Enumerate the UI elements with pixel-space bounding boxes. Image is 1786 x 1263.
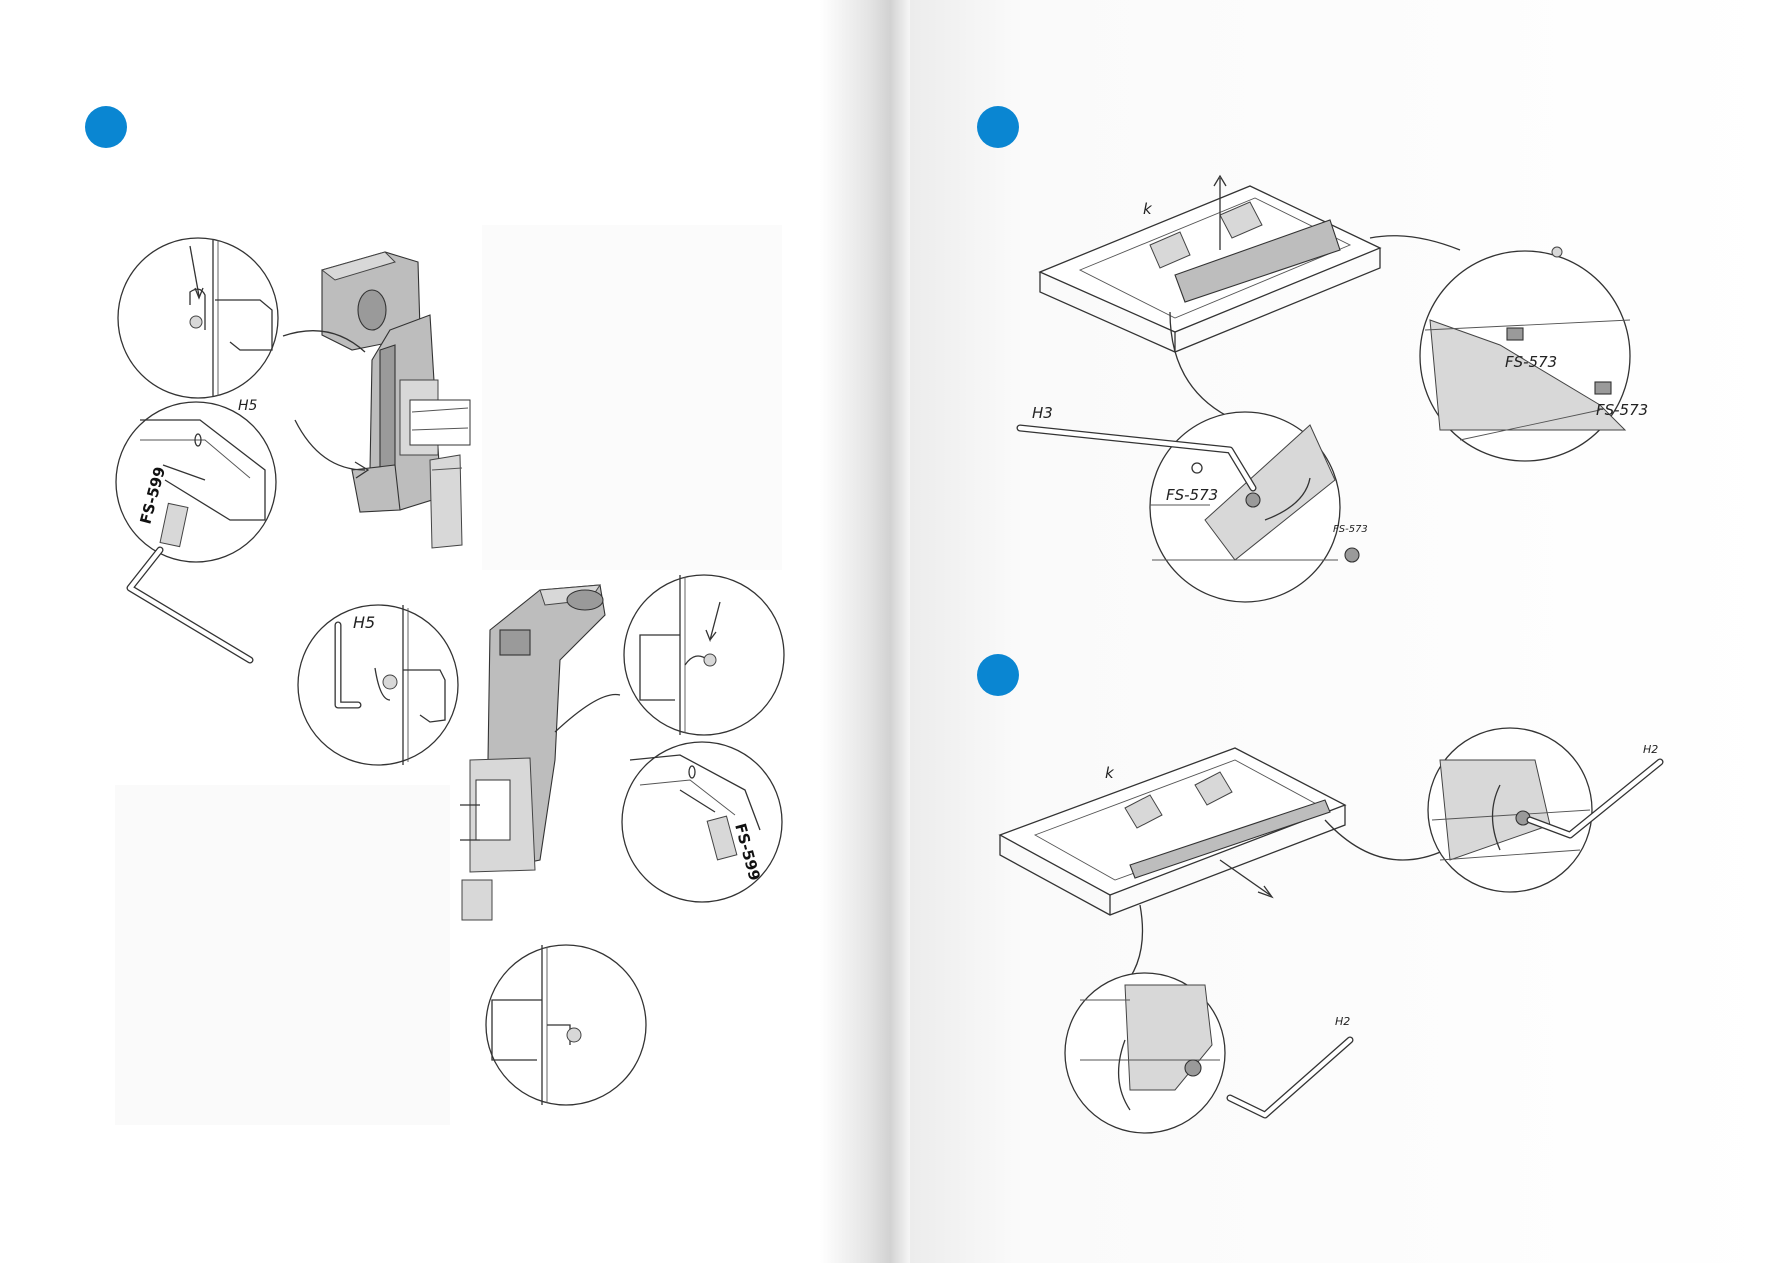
detail-circle-right-top (623, 574, 785, 736)
detail-circle-screw-left: H5 FS-599 (115, 398, 277, 664)
label-screw-a: FS-573 (1166, 486, 1218, 504)
label-screw-b: FS-573 (1333, 524, 1368, 535)
leader-top-right (1369, 235, 1461, 251)
detail-circle-h3: H3 FS-573 FS-573 (1016, 404, 1368, 603)
step-badge-left (85, 106, 127, 148)
step-badge-right-top (977, 106, 1019, 148)
leader-top-left (1169, 311, 1236, 421)
detail-circle-mid: H5 (297, 604, 459, 766)
label-panel-top: k (1143, 200, 1153, 218)
detail-circle-h2-bottom: H2 (1064, 972, 1354, 1134)
left-page-panel-shade-top (482, 225, 782, 570)
step-badge-right-bottom (977, 654, 1019, 696)
right-page (910, 0, 1786, 1263)
leader-line-arrow (294, 419, 366, 471)
left-page-panel-shade (115, 785, 450, 1125)
detail-circle-top-left (117, 237, 279, 399)
label-hex-key-h3: H3 (1032, 404, 1053, 422)
panel-top: k (1038, 174, 1382, 353)
label-panel-bottom: k (1105, 764, 1115, 782)
leader-bottom-right (1324, 819, 1446, 861)
label-screw-d: FS-573 (1596, 401, 1648, 419)
leader-line-right (554, 693, 621, 733)
detail-circle-right-screw: FS-599 (621, 741, 783, 903)
label-screw-c: FS-573 (1505, 353, 1557, 371)
arrow-head (354, 461, 370, 479)
label-hex-key-top: H5 (238, 398, 258, 414)
detail-circle-fs573: FS-573 FS-573 (1419, 246, 1648, 462)
label-hex-key-mid: H5 (353, 613, 375, 632)
page-gutter (820, 0, 910, 1263)
detail-circle-bottom (485, 944, 647, 1106)
label-hex-key-h2-bottom: H2 (1335, 1015, 1350, 1028)
machine-assembly-upper (320, 251, 471, 549)
leader-line-top (282, 330, 366, 353)
panel-bottom: k (998, 747, 1347, 916)
detail-circle-h2-right: H2 (1427, 727, 1664, 893)
machine-assembly-lower (460, 584, 606, 921)
label-hex-key-h2-right: H2 (1643, 743, 1658, 756)
